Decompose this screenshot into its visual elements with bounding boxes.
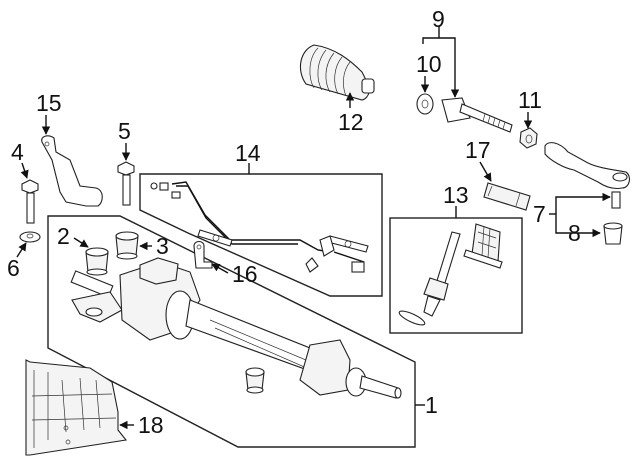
bushing-lower — [245, 367, 265, 394]
bolt-4-part[interactable] — [20, 162, 39, 224]
callout-8[interactable]: 8 — [568, 220, 581, 246]
callouts: 1 2 3 4 5 6 7 8 9 10 11 12 13 14 15 16 1… — [7, 6, 581, 438]
callout-2[interactable]: 2 — [57, 223, 70, 249]
wiring-harness-group — [139, 163, 383, 297]
bushing-3-part[interactable] — [115, 231, 152, 260]
callout-4[interactable]: 4 — [11, 139, 24, 165]
rack-boot-part[interactable] — [299, 44, 375, 108]
small-heat-shield-part[interactable] — [479, 161, 531, 211]
callout-12[interactable]: 12 — [338, 109, 364, 135]
callout-10[interactable]: 10 — [416, 51, 442, 77]
tie-rod-boot-part[interactable] — [555, 215, 623, 245]
callout-14[interactable]: 14 — [235, 140, 261, 166]
callout-1[interactable]: 1 — [425, 392, 438, 418]
callout-11[interactable]: 11 — [518, 87, 542, 113]
jam-nut-part[interactable] — [519, 112, 538, 149]
callout-16[interactable]: 16 — [232, 261, 258, 287]
outer-tie-rod-end-part[interactable] — [544, 142, 631, 215]
callout-18[interactable]: 18 — [138, 412, 164, 438]
bushing-2-part[interactable] — [73, 237, 109, 276]
callout-13[interactable]: 13 — [443, 182, 469, 208]
washer-part[interactable] — [16, 231, 41, 258]
callout-15[interactable]: 15 — [36, 90, 62, 116]
large-heat-shield-part[interactable] — [25, 359, 134, 456]
wiring-harness-part[interactable] — [150, 181, 369, 273]
wiring-harness-panel — [139, 173, 383, 297]
lock-washer-part[interactable] — [416, 76, 434, 115]
callout-9[interactable]: 9 — [432, 6, 445, 32]
clip-part[interactable] — [193, 240, 229, 274]
steering-gear-body[interactable] — [70, 257, 402, 399]
bracket-part[interactable] — [41, 115, 103, 207]
pinion-kit-part[interactable] — [398, 223, 503, 328]
callout-17[interactable]: 17 — [465, 137, 491, 163]
inner-tie-rod-part[interactable] — [422, 26, 513, 133]
callout-3[interactable]: 3 — [156, 233, 169, 259]
callout-6[interactable]: 6 — [7, 255, 20, 281]
callout-7[interactable]: 7 — [533, 201, 546, 227]
callout-5[interactable]: 5 — [118, 118, 131, 144]
bolt-5-part[interactable] — [117, 143, 135, 206]
